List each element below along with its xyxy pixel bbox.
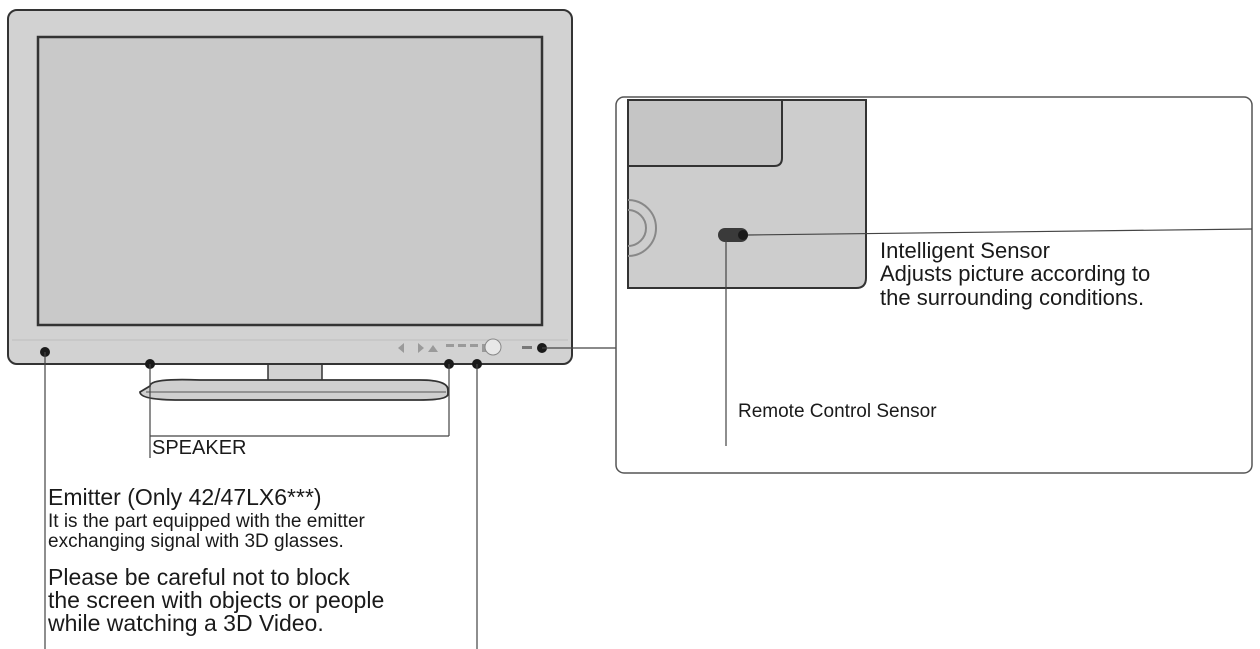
emitter-title: Emitter (Only 42/47LX6***) (48, 484, 322, 510)
tv-stand (139, 361, 449, 401)
intelligent-sensor-description: Adjusts picture according to the surroun… (880, 261, 1151, 310)
leader-lines (44, 347, 618, 649)
intelligent-sensor-title: Intelligent Sensor (880, 238, 1050, 263)
emitter-caution: Please be careful not to block the scree… (48, 564, 385, 636)
callout-dots (40, 343, 547, 369)
speaker-label: SPEAKER (152, 437, 247, 459)
detail-panel (615, 96, 1253, 474)
remote-control-sensor-label: Remote Control Sensor (738, 401, 937, 422)
control-buttons (398, 338, 532, 356)
intelligent-sensor-dot (738, 230, 748, 240)
emitter-description: It is the part equipped with the emitter… (48, 511, 365, 552)
tv-screen (36, 35, 544, 327)
tv-front (7, 9, 573, 365)
